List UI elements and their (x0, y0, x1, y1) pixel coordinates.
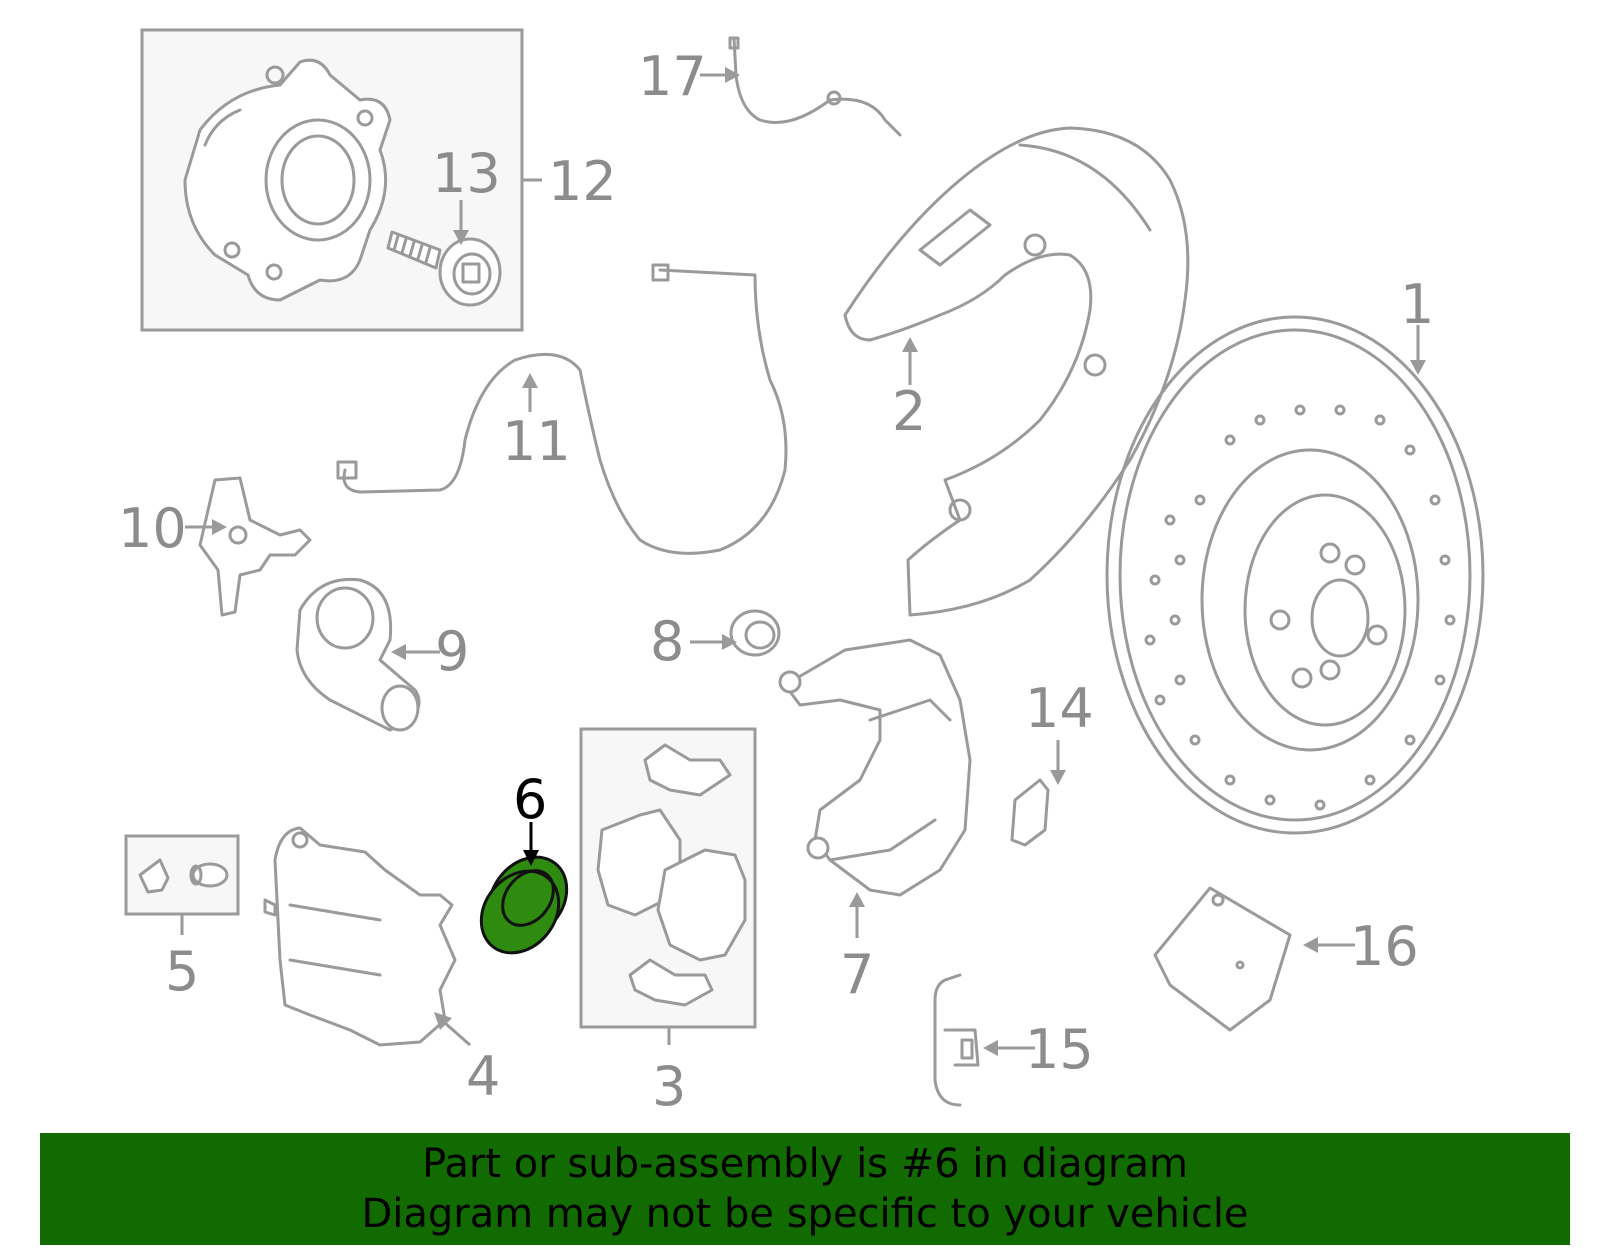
callout-16: 16 (1350, 915, 1419, 978)
callout-6: 6 (513, 768, 547, 831)
part-17-sensor-wire[interactable] (728, 36, 902, 137)
info-banner: Part or sub-assembly is #6 in diagram Di… (40, 1133, 1570, 1245)
part-2-dust-shield[interactable] (843, 126, 1190, 617)
banner-line-2: Diagram may not be specific to your vehi… (361, 1191, 1249, 1237)
callout-5: 5 (165, 940, 199, 1003)
part-7-caliper-bracket[interactable] (778, 638, 972, 897)
part-10-bracket[interactable] (198, 476, 312, 617)
part-6-piston-seal-highlighted[interactable] (465, 842, 582, 968)
callout-labels: 1 2 3 4 5 6 7 8 9 10 11 12 13 14 15 16 1… (118, 45, 1434, 1118)
part-13-hub-bolt[interactable] (386, 230, 502, 307)
part-1-brake-rotor[interactable] (1105, 315, 1485, 835)
part-3-brake-pad-set[interactable] (579, 727, 757, 1029)
callout-3: 3 (652, 1055, 686, 1118)
leader-lines (180, 67, 1426, 1056)
part-9-caliper-motor[interactable] (295, 577, 421, 732)
part-8-bushing[interactable] (729, 609, 781, 657)
callout-8: 8 (650, 610, 684, 673)
callout-13: 13 (432, 142, 501, 205)
part-14-clip[interactable] (1010, 778, 1050, 847)
part-4-brake-caliper[interactable] (263, 826, 457, 1047)
callout-10: 10 (118, 497, 187, 560)
part-15-spring-clip[interactable] (933, 973, 980, 1107)
callout-4: 4 (466, 1045, 500, 1108)
callout-14: 14 (1025, 677, 1094, 740)
part-5-hardware-kit[interactable] (124, 834, 240, 916)
callout-7: 7 (840, 943, 874, 1006)
banner-line-1: Part or sub-assembly is #6 in diagram (422, 1141, 1188, 1187)
part-11-wear-sensor-wire[interactable] (336, 263, 788, 555)
callout-2: 2 (892, 380, 926, 443)
callout-9: 9 (435, 620, 469, 683)
callout-12: 12 (548, 150, 617, 213)
part-16-module[interactable] (1153, 886, 1292, 1032)
part-12-hub-assembly[interactable] (140, 28, 524, 332)
parts-diagram: 1 2 3 4 5 6 7 8 9 10 11 12 13 14 15 16 1… (118, 28, 1485, 1118)
callout-15: 15 (1025, 1018, 1094, 1081)
callout-1: 1 (1400, 273, 1434, 336)
callout-17: 17 (638, 45, 707, 108)
callout-11: 11 (502, 410, 571, 473)
